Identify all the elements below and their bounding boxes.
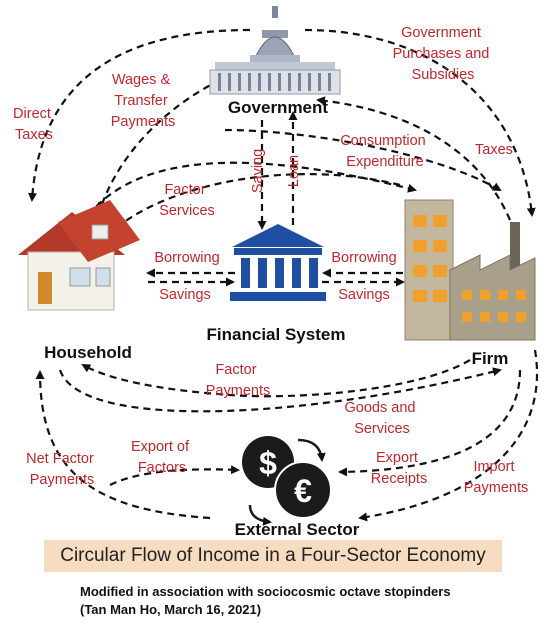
government-building-icon: [209, 6, 341, 95]
flow-label-direct-taxes: Direct Taxes: [13, 106, 55, 143]
government-label: Government: [228, 98, 328, 117]
flow-label-saving: Saving: [250, 149, 266, 193]
external-currency-icon: $ €: [242, 436, 332, 526]
flow-label-goods-services: Goods and Services: [345, 400, 420, 437]
flow-label-factor-services: Factor Services: [159, 182, 215, 219]
flow-label-savings-left: Savings: [159, 287, 211, 303]
diagram-title-banner: Circular Flow of Income in a Four-Sector…: [44, 540, 502, 572]
svg-text:€: €: [294, 473, 312, 509]
flow-label-government-purchases: Government Purchases and Subsidies: [393, 25, 494, 83]
flow-label-net-factor-payments: Net Factor Payments: [26, 451, 98, 488]
flow-label-consumption: Consumption Expenditure: [340, 133, 429, 170]
firm-factory-icon: [404, 199, 536, 341]
credit-line-2: (Tan Man Ho, March 16, 2021): [80, 602, 262, 617]
household-house-icon: [18, 200, 140, 311]
flow-label-taxes: Taxes: [475, 142, 513, 158]
flow-label-savings-right: Savings: [338, 287, 390, 303]
flow-label-loan: Loan: [286, 155, 302, 187]
financial-system-label: Financial System: [207, 325, 346, 344]
svg-text:$: $: [259, 445, 277, 481]
firm-label: Firm: [472, 349, 509, 368]
household-label: Household: [44, 343, 132, 362]
flow-label-export-receipts: Export Receipts: [371, 450, 427, 487]
credit-line-1: Modified in association with sociocosmic…: [80, 584, 451, 599]
flow-label-borrowing-left: Borrowing: [154, 250, 219, 266]
flow-label-borrowing-right: Borrowing: [331, 250, 396, 266]
flow-label-import-payments: Import Payments: [464, 459, 528, 496]
financial-bank-icon: [230, 224, 326, 301]
external-sector-label: External Sector: [235, 520, 360, 539]
flow-label-wages-transfer: Wages & Transfer Payments: [111, 72, 175, 130]
flow-label-export-factors: Export of Factors: [131, 439, 193, 476]
flow-label-factor-payments: Factor Payments: [206, 362, 270, 399]
